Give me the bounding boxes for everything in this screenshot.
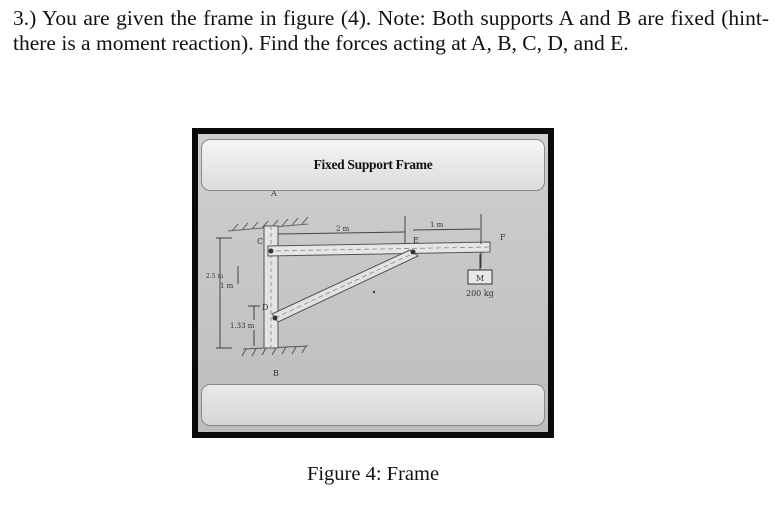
figure-frame: A B C D E F M 200 kg 2 m 1 m 2.5 m 1 m 1… (192, 128, 554, 438)
pin-e (410, 249, 416, 255)
label-dim-1m-side: 1 m (220, 282, 234, 290)
top-dimension-lines (277, 214, 482, 268)
vertical-member (263, 225, 279, 349)
horizontal-member (267, 241, 491, 257)
label-dim-2-5m: 2.5 m (206, 273, 223, 280)
label-mass: 200 kg (466, 289, 494, 298)
figure-header-title: Fixed Support Frame (313, 157, 433, 172)
label-e: E (413, 236, 419, 245)
label-dim-1m-top: 1 m (430, 221, 444, 229)
label-b: B (273, 369, 279, 378)
problem-statement: 3.) You are given the frame in figure (4… (13, 6, 769, 55)
label-dim-2m: 2 m (336, 225, 350, 233)
frame-photo: A B C D E F M 200 kg 2 m 1 m 2.5 m 1 m 1… (198, 134, 548, 432)
left-dimension-lines (216, 237, 260, 349)
label-f: F (500, 233, 506, 242)
dot (372, 290, 376, 294)
label-a: A (270, 189, 277, 198)
label-m: M (476, 274, 484, 283)
figure-caption: Figure 4: Frame (306, 463, 440, 485)
pin-d (272, 315, 278, 321)
label-d: D (262, 303, 268, 312)
mass-block (467, 254, 493, 285)
label-c: C (257, 237, 263, 246)
label-dim-1-33m: 1.33 m (230, 322, 255, 330)
pin-c (268, 248, 274, 254)
figure-footer-bar (201, 384, 545, 426)
figure-header-bar: Fixed Support Frame (201, 139, 545, 191)
